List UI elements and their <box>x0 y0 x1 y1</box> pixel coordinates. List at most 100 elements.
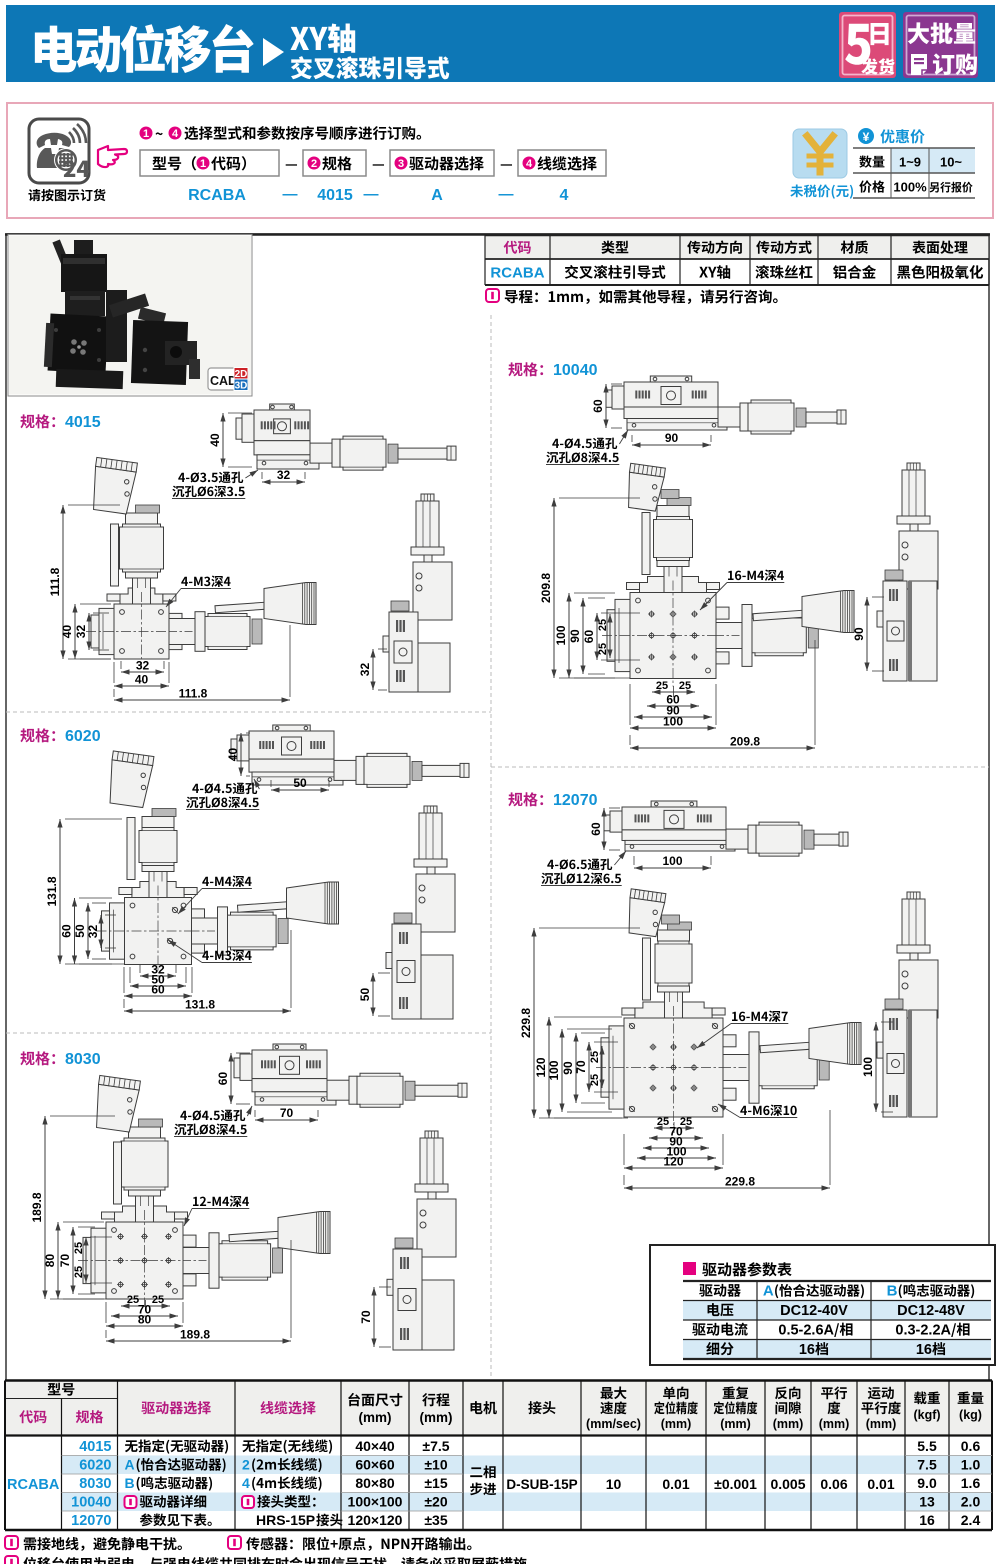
svg-text:229.8: 229.8 <box>519 1008 533 1038</box>
svg-text:32: 32 <box>151 963 165 977</box>
svg-text:±7.5: ±7.5 <box>422 1438 449 1454</box>
svg-text:60: 60 <box>151 983 165 997</box>
svg-text:229.8: 229.8 <box>725 1175 755 1189</box>
svg-text:1: 1 <box>143 128 149 140</box>
svg-text:A: A <box>125 1457 135 1473</box>
svg-text:0.3-2.2A: 0.3-2.2A <box>895 1323 951 1339</box>
svg-text:131.8: 131.8 <box>185 998 215 1012</box>
svg-text:80: 80 <box>43 1254 57 1268</box>
svg-text:70: 70 <box>280 1106 294 1120</box>
svg-text:(mm/sec): (mm/sec) <box>586 1417 641 1431</box>
svg-text:70: 70 <box>669 1125 683 1139</box>
svg-text:40×40: 40×40 <box>355 1438 395 1454</box>
svg-text:2: 2 <box>242 1457 250 1473</box>
svg-text:25: 25 <box>73 1242 85 1254</box>
svg-text:(kgf): (kgf) <box>913 1408 940 1422</box>
svg-text:120: 120 <box>534 1057 548 1077</box>
svg-text:90: 90 <box>669 1135 683 1149</box>
svg-text:4015: 4015 <box>65 414 101 431</box>
svg-text:—: — <box>364 186 379 203</box>
svg-text:100%: 100% <box>893 180 927 195</box>
svg-text:(mm): (mm) <box>661 1417 692 1431</box>
svg-text:25: 25 <box>589 1051 601 1063</box>
svg-text:100: 100 <box>861 1057 875 1077</box>
svg-text:10~: 10~ <box>940 155 962 170</box>
svg-text:40: 40 <box>60 625 74 639</box>
svg-text:1.6: 1.6 <box>961 1475 981 1491</box>
svg-text:90: 90 <box>665 431 679 445</box>
svg-text:0.5-2.6A: 0.5-2.6A <box>778 1323 834 1339</box>
svg-text:10: 10 <box>606 1476 622 1492</box>
svg-text:25: 25 <box>679 680 691 692</box>
svg-text:5.5: 5.5 <box>917 1438 937 1454</box>
svg-text:32: 32 <box>358 663 372 677</box>
svg-text:25: 25 <box>127 1294 139 1306</box>
svg-text:—: — <box>499 186 514 203</box>
svg-text:209.8: 209.8 <box>730 735 760 749</box>
svg-text:50: 50 <box>73 924 87 938</box>
svg-text:±10: ±10 <box>424 1457 447 1473</box>
svg-text:—: — <box>283 186 298 203</box>
svg-text:±0.001: ±0.001 <box>714 1476 757 1492</box>
svg-text:32: 32 <box>74 625 88 639</box>
svg-text:1: 1 <box>200 158 206 170</box>
svg-text:4: 4 <box>242 1475 250 1491</box>
svg-text:(mm): (mm) <box>359 1410 392 1425</box>
svg-text:7.5: 7.5 <box>917 1457 937 1473</box>
svg-text:25: 25 <box>597 643 609 655</box>
svg-text:80×80: 80×80 <box>355 1475 395 1491</box>
svg-text:HRS-15P: HRS-15P <box>256 1512 315 1528</box>
svg-text:8030: 8030 <box>79 1476 111 1492</box>
svg-text:100: 100 <box>547 1060 561 1080</box>
svg-text:4: 4 <box>560 187 569 204</box>
svg-text:60×60: 60×60 <box>355 1457 395 1473</box>
svg-text:120×120: 120×120 <box>348 1512 403 1528</box>
svg-text:4015: 4015 <box>79 1439 111 1455</box>
svg-text:70: 70 <box>574 1060 588 1074</box>
svg-text:3D: 3D <box>235 381 248 392</box>
svg-text:6020: 6020 <box>65 728 101 745</box>
svg-text:111.8: 111.8 <box>48 567 62 596</box>
svg-text:4: 4 <box>172 128 179 140</box>
svg-text:A: A <box>431 187 443 204</box>
svg-text:189.8: 189.8 <box>180 1328 210 1342</box>
svg-text:DC12-48V: DC12-48V <box>897 1303 965 1319</box>
svg-text:RCABA: RCABA <box>188 187 246 204</box>
svg-text:(kg): (kg) <box>959 1408 982 1422</box>
svg-text:111.8: 111.8 <box>179 687 208 701</box>
svg-text:9.0: 9.0 <box>917 1475 937 1491</box>
svg-text:70: 70 <box>58 1254 72 1268</box>
svg-text:(mm): (mm) <box>720 1417 751 1431</box>
svg-text:40: 40 <box>135 673 149 687</box>
svg-text:10040: 10040 <box>553 362 598 379</box>
svg-text:25: 25 <box>680 1116 692 1128</box>
svg-text:2: 2 <box>311 158 317 170</box>
svg-text:A: A <box>763 1283 774 1300</box>
svg-text:DC12-40V: DC12-40V <box>780 1303 848 1319</box>
svg-text:32: 32 <box>86 925 100 939</box>
svg-text:B: B <box>887 1283 898 1300</box>
svg-text:70: 70 <box>359 1310 373 1324</box>
svg-text:90: 90 <box>561 1061 575 1075</box>
svg-text:16: 16 <box>916 1342 932 1358</box>
svg-text:25: 25 <box>73 1266 85 1278</box>
svg-text:25: 25 <box>597 619 609 631</box>
svg-text:60: 60 <box>589 822 603 836</box>
svg-text:90: 90 <box>852 627 866 641</box>
svg-text:4: 4 <box>526 158 533 170</box>
svg-text:40: 40 <box>226 748 240 762</box>
svg-text:100: 100 <box>662 854 682 868</box>
svg-text:100: 100 <box>666 1145 686 1159</box>
svg-text:10040: 10040 <box>71 1495 111 1511</box>
svg-text:50: 50 <box>358 988 372 1002</box>
svg-text:0.6: 0.6 <box>961 1438 981 1454</box>
svg-text:16: 16 <box>799 1342 815 1358</box>
svg-text:100: 100 <box>663 715 683 729</box>
svg-text:0.005: 0.005 <box>770 1476 805 1492</box>
svg-text:50: 50 <box>151 973 165 987</box>
svg-text:B: B <box>125 1475 135 1491</box>
svg-text:¥: ¥ <box>863 130 870 144</box>
svg-text:0.01: 0.01 <box>867 1476 894 1492</box>
svg-text:16: 16 <box>919 1512 935 1528</box>
svg-text:13: 13 <box>919 1494 935 1510</box>
